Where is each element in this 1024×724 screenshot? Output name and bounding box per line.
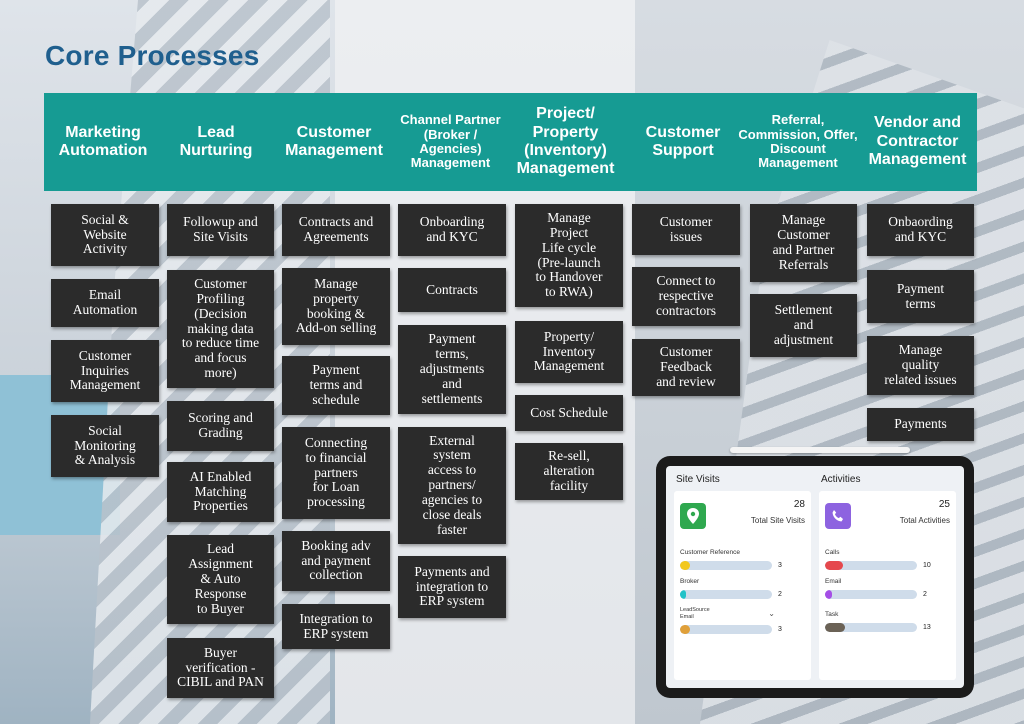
- metric-value: 10: [923, 562, 931, 569]
- header-band: Marketing Automation Lead Nurturing Cust…: [44, 93, 977, 191]
- process-card: Lead Assignment & Auto Response to Buyer: [167, 535, 274, 624]
- metric-bar: [825, 590, 833, 599]
- metric-bar: [680, 561, 691, 570]
- metric-label: Email: [825, 578, 842, 585]
- lead-source-dropdown[interactable]: LeadSource Email ⌄: [680, 607, 805, 620]
- process-card: Contracts and Agreements: [282, 204, 390, 256]
- process-card: Settlement and adjustment: [750, 294, 857, 357]
- process-card: Property/ Inventory Management: [515, 321, 623, 383]
- process-card: Integration to ERP system: [282, 604, 390, 649]
- header-project-property-management: Project/ Property (Inventory) Management: [516, 105, 615, 178]
- activities-count-label: Total Activities: [899, 516, 950, 525]
- process-card: Payment terms, adjustments and settlemen…: [398, 325, 506, 414]
- metric-value: 3: [778, 562, 782, 569]
- header-marketing-automation: Marketing Automation: [58, 123, 148, 159]
- tablet-mockup: Site Visits 28 Total Site Visits Custome…: [656, 456, 974, 698]
- process-card: Onboarding and KYC: [398, 204, 506, 256]
- process-card: Buyer verification - CIBIL and PAN: [167, 638, 274, 698]
- tablet-screen: Site Visits 28 Total Site Visits Custome…: [666, 466, 964, 688]
- process-card: Scoring and Grading: [167, 401, 274, 451]
- metric-label: LeadSource Email: [680, 607, 710, 620]
- metric-label: Calls: [825, 549, 840, 556]
- process-card: Customer Profiling (Decision making data…: [167, 270, 274, 388]
- process-card: Booking adv and payment collection: [282, 531, 390, 591]
- process-card: Payment terms: [867, 270, 974, 323]
- header-channel-partner-management: Channel Partner (Broker / Agencies) Mana…: [400, 112, 501, 171]
- process-card: Social & Website Activity: [51, 204, 159, 266]
- site-visits-count: 28: [793, 499, 805, 510]
- process-card: Payment terms and schedule: [282, 356, 390, 415]
- header-customer-management: Customer Management: [285, 123, 383, 159]
- stylus-pencil: [730, 447, 910, 453]
- location-pin-icon: [680, 503, 706, 529]
- header-vendor-contractor-management: Vendor and Contractor Management: [868, 114, 967, 169]
- metric-label: Broker: [680, 578, 700, 585]
- process-card: External system access to partners/ agen…: [398, 427, 506, 544]
- metric-label: Task: [825, 611, 839, 618]
- activities-panel: Activities 25 Total Activities Calls 10: [819, 474, 956, 680]
- metric-bar: [680, 590, 687, 599]
- process-card: Cost Schedule: [515, 395, 623, 431]
- activities-count: 25: [938, 499, 950, 510]
- process-card: Followup and Site Visits: [167, 204, 274, 256]
- process-card: Social Monitoring & Analysis: [51, 415, 159, 477]
- process-card: Customer Feedback and review: [632, 339, 740, 396]
- process-card: Payments: [867, 408, 974, 441]
- chevron-down-icon[interactable]: ⌄: [768, 609, 775, 619]
- process-card: Re-sell, alteration facility: [515, 443, 623, 500]
- process-card: Onbaording and KYC: [867, 204, 974, 256]
- process-card: Manage Customer and Partner Referrals: [750, 204, 857, 282]
- process-card: Connect to respective contractors: [632, 267, 740, 326]
- metric-value: 13: [923, 624, 931, 631]
- process-card: Email Automation: [51, 279, 159, 327]
- metric-label: Customer Reference: [680, 549, 740, 556]
- activities-title: Activities: [821, 474, 861, 485]
- metric-bar: [825, 561, 844, 570]
- site-visits-count-label: Total Site Visits: [750, 516, 805, 525]
- process-card: AI Enabled Matching Properties: [167, 462, 274, 522]
- metric-value: 2: [923, 591, 927, 598]
- header-lead-nurturing: Lead Nurturing: [179, 123, 253, 159]
- process-card: Manage Project Life cycle (Pre-launch to…: [515, 204, 623, 307]
- process-card: Manage property booking & Add-on selling: [282, 268, 390, 345]
- metric-bar: [825, 623, 846, 632]
- site-visits-title: Site Visits: [676, 474, 720, 485]
- process-card: Customer issues: [632, 204, 740, 255]
- process-card: Manage quality related issues: [867, 336, 974, 395]
- page-title: Core Processes: [45, 40, 260, 71]
- metric-bar: [680, 625, 691, 635]
- header-customer-support: Customer Support: [645, 123, 721, 159]
- phone-icon: [825, 503, 851, 529]
- process-card: Contracts: [398, 268, 506, 312]
- process-card: Connecting to financial partners for Loa…: [282, 427, 390, 519]
- metric-value: 3: [778, 626, 782, 634]
- header-referral-commission-management: Referral, Commission, Offer, Discount Ma…: [738, 112, 858, 171]
- process-card: Payments and integration to ERP system: [398, 556, 506, 618]
- metric-value: 2: [778, 591, 782, 598]
- site-visits-panel: Site Visits 28 Total Site Visits Custome…: [674, 474, 811, 680]
- process-card: Customer Inquiries Management: [51, 340, 159, 402]
